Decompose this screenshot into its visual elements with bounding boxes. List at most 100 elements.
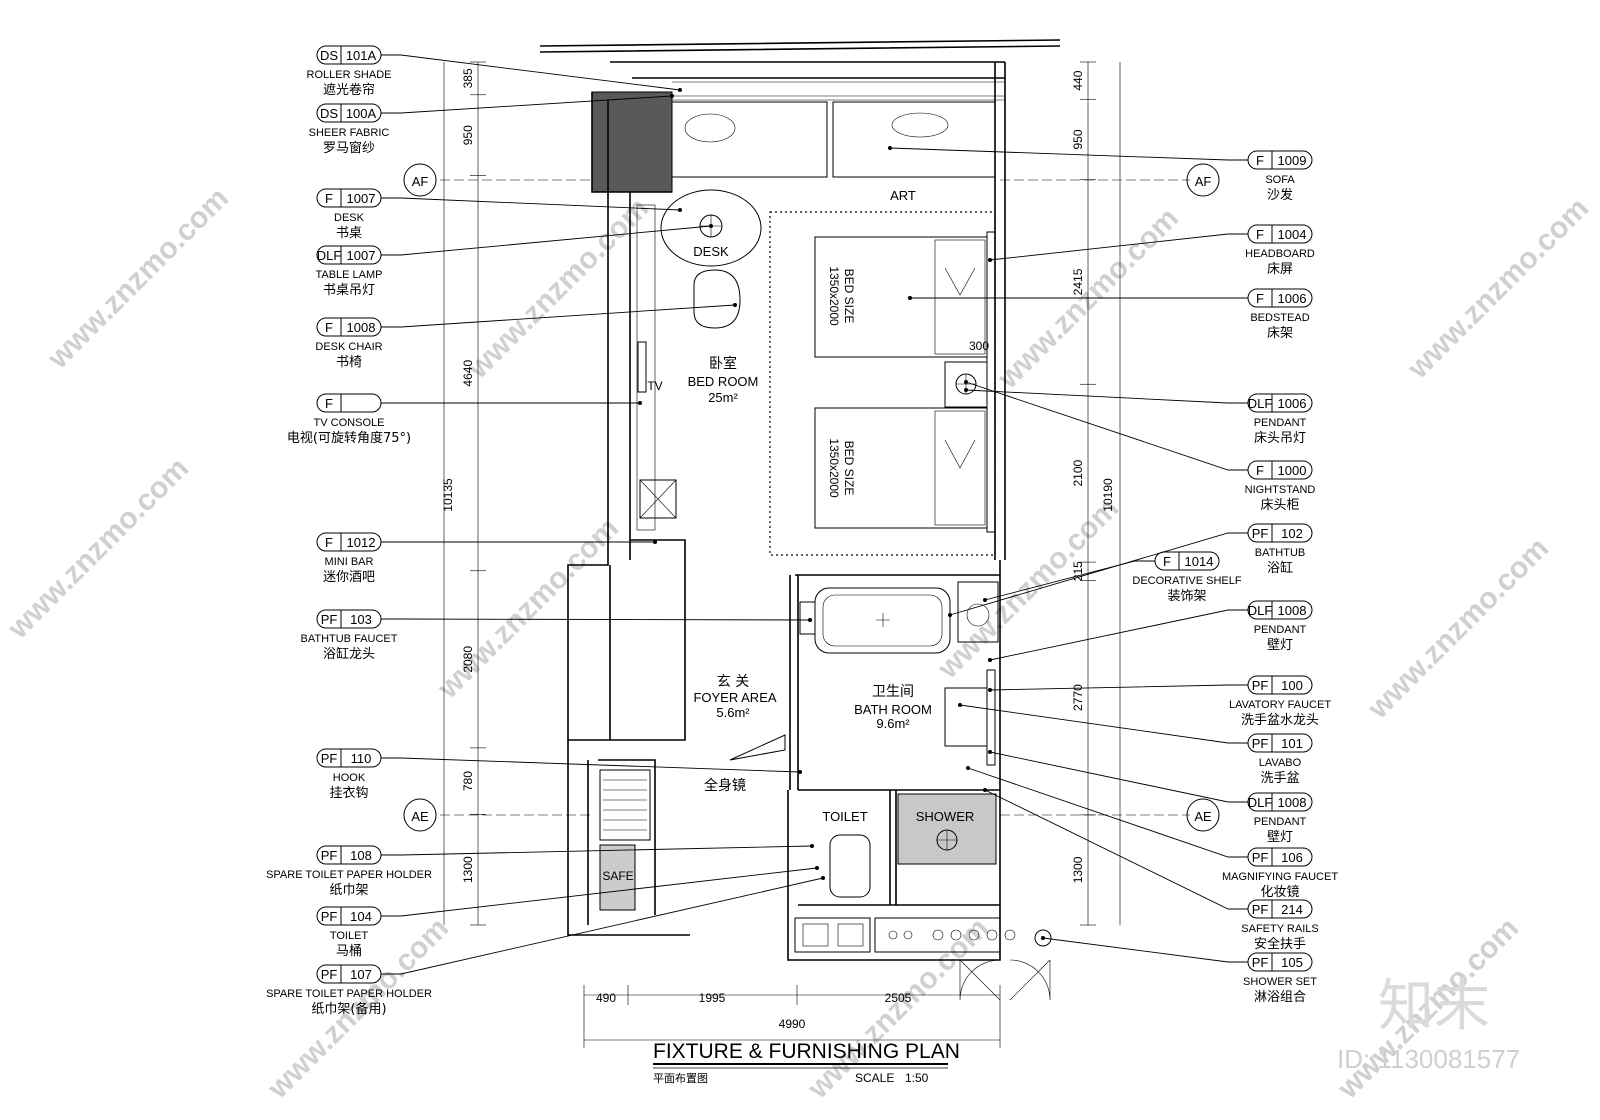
leader-dot: [888, 146, 892, 150]
leader-dot: [678, 88, 682, 92]
tag-code: PF: [1252, 902, 1269, 917]
dim-value: 2100: [1071, 460, 1085, 487]
tag-number: 1004: [1278, 227, 1307, 242]
leader-line: [381, 54, 681, 91]
leader-dot: [798, 770, 802, 774]
leader-line: [989, 751, 1248, 803]
tag-code: F: [325, 191, 333, 206]
tag-number: 103: [350, 612, 372, 627]
tag-code: DS: [320, 106, 338, 121]
tag-label-en: MINI BAR: [325, 556, 374, 568]
leader-dot: [821, 876, 825, 880]
tag-label-en: SOFA: [1265, 174, 1295, 186]
leader-dot: [988, 688, 992, 692]
tag-label-cn: 电视(可旋转角度75°): [287, 430, 411, 446]
tag-number: 100A: [346, 106, 377, 121]
drawing-title: FIXTURE & FURNISHING PLAN: [653, 1040, 960, 1063]
leader-dot: [958, 703, 962, 707]
toilet: [829, 834, 871, 898]
dim-bottom-1: 1995: [699, 991, 726, 1005]
tag-code: DLF: [1248, 795, 1273, 810]
tag-label-en: SHEER FABRIC: [309, 127, 390, 139]
tag-code: F: [325, 396, 333, 411]
leader-line: [889, 147, 1248, 161]
tag-number: 1008: [347, 320, 376, 335]
tag-number: 108: [350, 848, 372, 863]
desk: [660, 189, 762, 267]
watermark-text: www.znzmo.com: [461, 192, 655, 386]
grid-bubble-af-right: [1186, 163, 1220, 197]
leader-dot: [709, 224, 713, 228]
bed-dims-label: 1350x2000: [827, 438, 841, 498]
grid-bubble-ae-right-label: AE: [1194, 809, 1212, 824]
watermark-text: www.znzmo.com: [1361, 532, 1555, 726]
leader-dot: [808, 618, 812, 622]
tag-code: F: [1163, 554, 1171, 569]
watermark-text: www.znzmo.com: [1, 452, 195, 646]
sofa-left: [671, 101, 828, 178]
tag-code: F: [1256, 463, 1264, 478]
bedroom-label-cn: 卧室: [709, 355, 737, 372]
tag-label-en: SPARE TOILET PAPER HOLDER: [266, 869, 432, 881]
lavabo: [944, 687, 988, 747]
tag-code: F: [1256, 227, 1264, 242]
leader-dot: [964, 388, 968, 392]
leader-line: [984, 789, 1248, 910]
tag-code: PF: [321, 751, 338, 766]
tag-label-cn: 浴缸: [1267, 560, 1293, 576]
tag-code: PF: [1252, 955, 1269, 970]
leader-line: [949, 532, 1248, 616]
foyer-label-en: FOYER AREA: [693, 690, 776, 705]
tag-label-en: BATHTUB FAUCET: [301, 633, 398, 645]
dim-value: 2415: [1071, 268, 1085, 295]
shower-label: SHOWER: [916, 809, 975, 824]
nightstand: [944, 361, 988, 408]
leader-line: [967, 767, 1248, 858]
tag-label-cn: 洗手盆: [1260, 771, 1299, 786]
mirror-label: 全身镜: [704, 777, 746, 794]
toilet-label: TOILET: [822, 809, 867, 824]
tag-code: PF: [321, 967, 338, 982]
leader-line: [381, 618, 811, 621]
leader-dot: [983, 598, 987, 602]
tag-number: 1007: [347, 191, 376, 206]
dim-value: 780: [461, 771, 475, 791]
tag-code: PF: [1252, 850, 1269, 865]
bathtub: [814, 587, 951, 654]
tag-number: 102: [1281, 526, 1303, 541]
bedroom-area: 25m²: [708, 390, 738, 405]
tag-number: 1014: [1185, 554, 1214, 569]
leader-dot: [815, 866, 819, 870]
safe-label: SAFE: [602, 869, 633, 883]
leader-line: [381, 867, 818, 917]
tag-label-cn: 洗手盆水龙头: [1241, 713, 1319, 728]
dim-value: 950: [1071, 129, 1085, 149]
watermark-text: www.znzmo.com: [801, 912, 995, 1106]
bath-area: 9.6m²: [876, 716, 910, 731]
dim-value: 1300: [1071, 856, 1085, 883]
tag-code: PF: [321, 612, 338, 627]
tag-label-en: BATHTUB: [1255, 547, 1306, 559]
art-label: ART: [890, 188, 916, 203]
tag-label-cn: 书桌吊灯: [323, 283, 375, 298]
room-labels: 卧室 BED ROOM 25m² 玄 关 FOYER AREA 5.6m² 卫生…: [602, 188, 989, 883]
leader-dot: [948, 613, 952, 617]
tag-label-en: PENDANT: [1254, 816, 1307, 828]
tag-number: 1007: [347, 248, 376, 263]
leader-line: [984, 560, 1155, 601]
tag-label-en: PENDANT: [1254, 417, 1307, 429]
grid-lines: AF AF AE AE: [403, 163, 1220, 832]
tag-label-cn: 书桌: [336, 226, 362, 241]
leader-line: [959, 704, 1248, 744]
bathtub-faucet: [799, 601, 816, 635]
bed-size-label: BED SIZE: [842, 441, 856, 496]
leader-dot: [678, 208, 682, 212]
